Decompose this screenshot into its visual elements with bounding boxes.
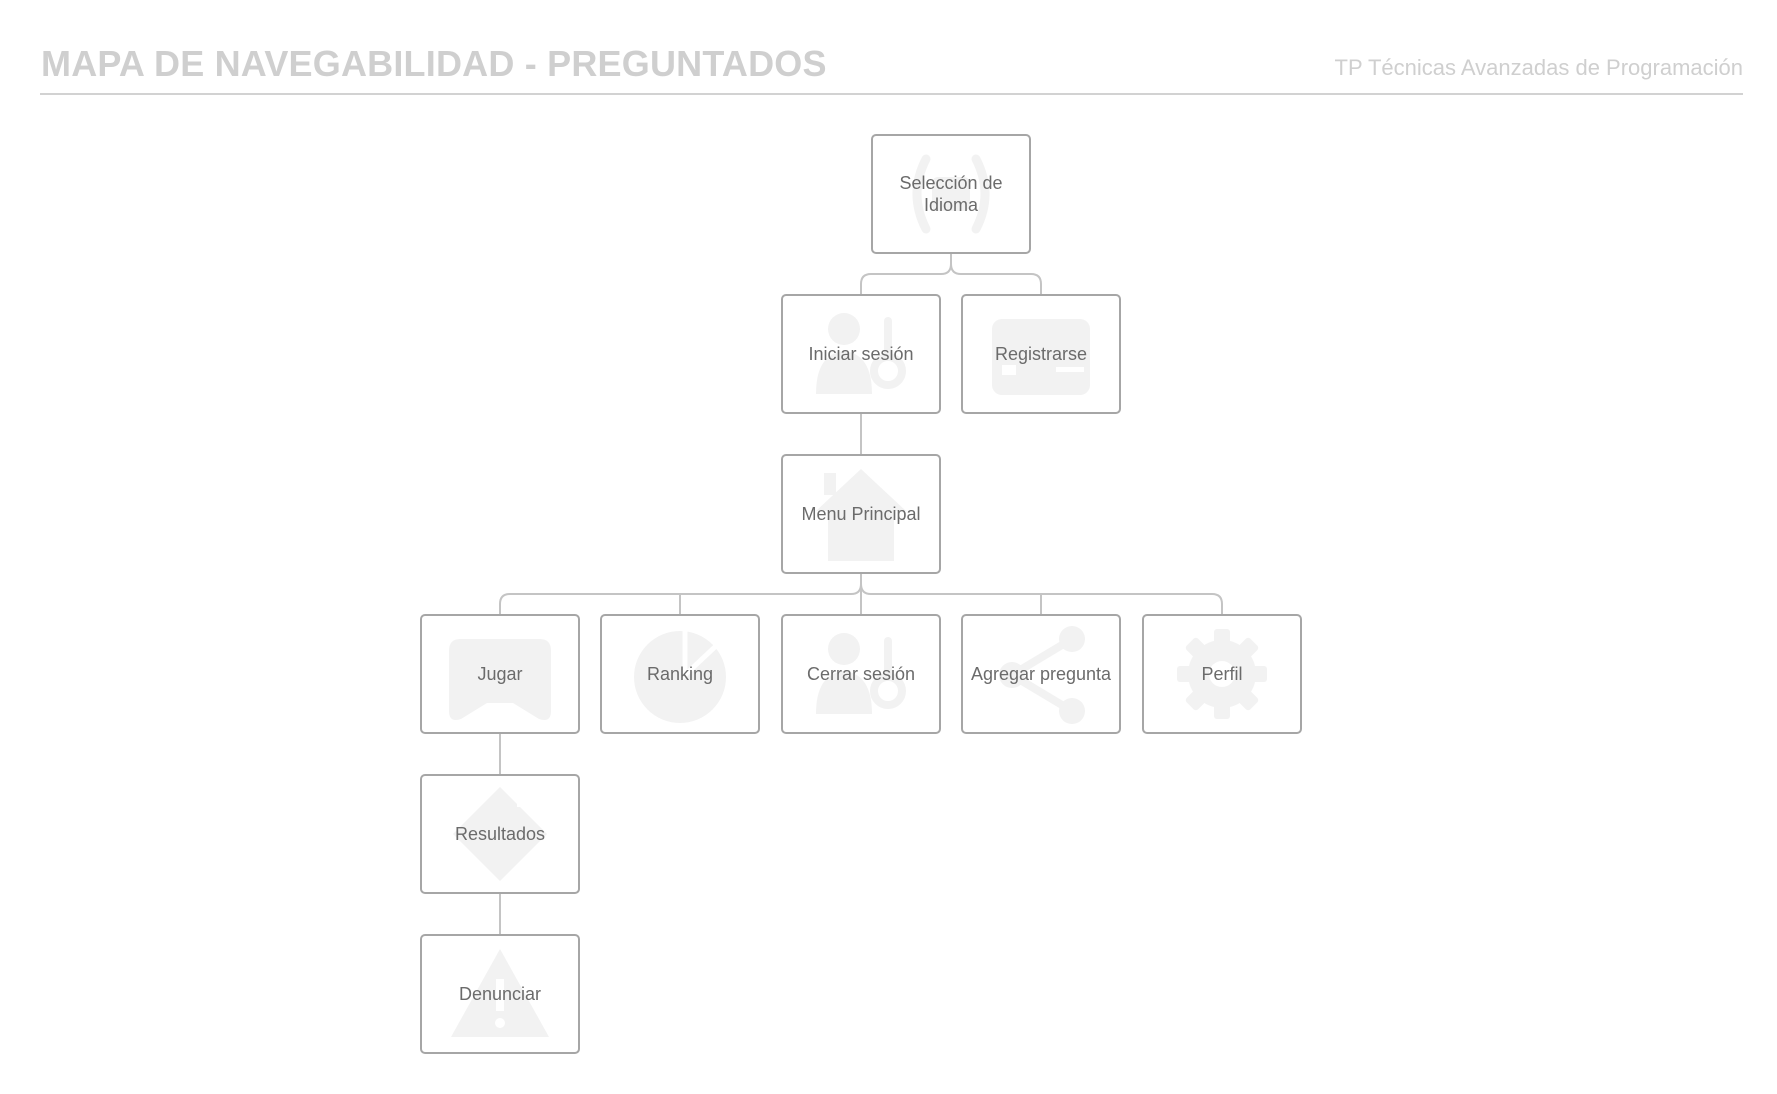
node-label: Perfil [1201, 664, 1243, 684]
node-label: Agregar pregunta [970, 664, 1112, 684]
node-label: Resultados [454, 824, 546, 844]
node-agregar-pregunta: Agregar pregunta [961, 614, 1121, 734]
edge-idioma-children [860, 254, 1042, 294]
users-icon [816, 313, 906, 394]
warning-icon [451, 949, 549, 1037]
node-label: Menu Principal [801, 504, 921, 524]
node-label: Denunciar [458, 984, 542, 1004]
node-label: Ranking [646, 664, 714, 684]
gamepad-icon [449, 639, 551, 720]
node-registrarse: Registrarse [961, 294, 1121, 414]
node-menu-principal: Menu Principal [781, 454, 941, 574]
id-card-icon [992, 319, 1090, 395]
users-icon [816, 633, 906, 714]
home-icon [816, 469, 906, 561]
node-ranking: Ranking [600, 614, 760, 734]
node-resultados: Resultados [420, 774, 580, 894]
page-title: MAPA DE NAVEGABILIDAD - PREGUNTADOS [41, 43, 827, 84]
node-label: Cerrar sesión [806, 664, 916, 684]
header-divider [40, 93, 1743, 95]
pie-chart-icon [634, 631, 726, 723]
node-cerrar-sesion: Cerrar sesión [781, 614, 941, 734]
page-subtitle: TP Técnicas Avanzadas de Programación [1334, 55, 1743, 80]
node-label: Iniciar sesión [808, 344, 914, 364]
share-icon [999, 626, 1085, 724]
node-jugar: Jugar [420, 614, 580, 734]
node-label: Jugar [477, 664, 523, 684]
node-seleccion-idioma: Selección de Idioma [871, 134, 1031, 254]
diamond-icon [453, 787, 547, 881]
gear-icon [1177, 629, 1267, 719]
node-label: Registrarse [994, 344, 1088, 364]
node-label: Selección de Idioma [899, 173, 1003, 215]
language-icon [912, 154, 990, 234]
node-denunciar: Denunciar [420, 934, 580, 1054]
node-iniciar-sesion: Iniciar sesión [781, 294, 941, 414]
node-perfil: Perfil [1142, 614, 1302, 734]
edge-menu-children [499, 574, 1223, 614]
